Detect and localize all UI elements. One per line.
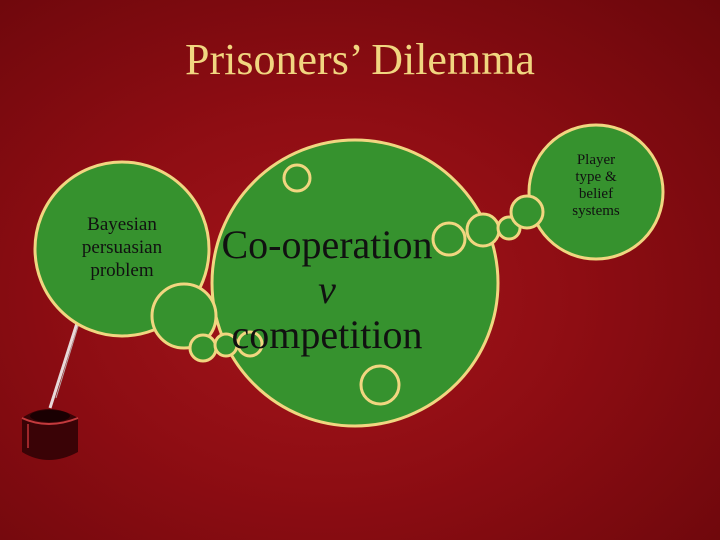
center-bubble-label: Co-operation v competition (212, 222, 442, 357)
left-bubble-label: Bayesian persuasian problem (52, 213, 192, 282)
right-bubble-label: Player type & belief systems (551, 152, 641, 220)
center-bubble (210, 138, 500, 428)
right-label-line-4: systems (572, 203, 620, 219)
bubble-chain-right (431, 194, 545, 257)
center-label-line-1: Co-operation (221, 222, 433, 267)
right-label-line-3: belief (578, 186, 614, 202)
ink-pot-with-quill-icon (21, 319, 81, 460)
left-label-line-2: persuasian (81, 237, 163, 258)
left-label-line-3: problem (90, 260, 154, 281)
right-bubble (527, 123, 665, 261)
bubble-chain-left (150, 282, 264, 363)
center-label-line-2: v (318, 267, 336, 312)
right-label-line-1: Player (576, 152, 616, 168)
floating-bubbles (282, 163, 401, 406)
left-label-line-1: Bayesian (87, 214, 157, 235)
center-label-line-3: competition (231, 312, 423, 357)
slide-title: Prisoners’ Dilemma (185, 35, 535, 84)
right-label-line-2: type & (575, 169, 617, 185)
